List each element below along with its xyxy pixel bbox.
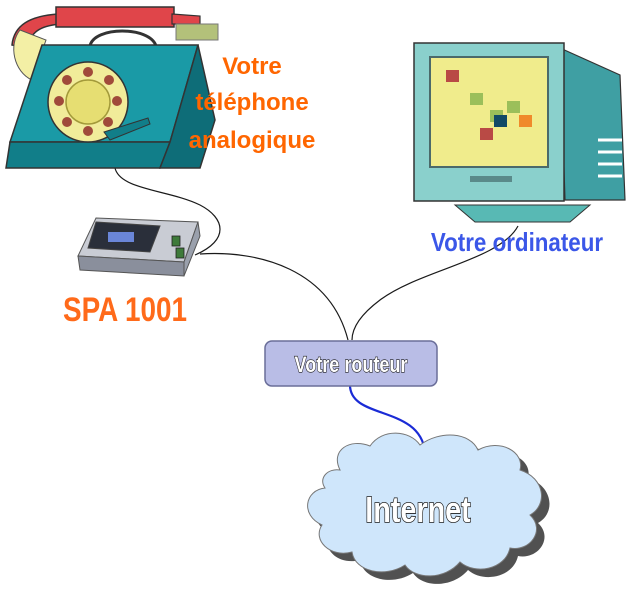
phone-label-line3: analogique: [189, 127, 316, 154]
computer-icon: [413, 42, 626, 223]
phone-label-line2: téléphone: [195, 89, 308, 116]
internet-cloud-icon: [307, 432, 550, 584]
router-box: [264, 340, 438, 387]
computer-label: Votre ordinateur: [431, 228, 604, 257]
computer-to-router-cable: [351, 225, 519, 341]
phone-label-line1: Votre: [222, 53, 282, 80]
internet-label: Internet: [365, 489, 471, 530]
cables: [114, 167, 519, 453]
spa-adapter-icon: [77, 217, 201, 277]
adapter-to-router-cable: [199, 252, 349, 341]
router-label: Votre routeur: [295, 353, 408, 377]
analog-phone-icon: [5, 6, 219, 169]
adapter-label: SPA 1001: [63, 290, 187, 328]
phone-to-adapter-cable: [114, 167, 221, 256]
router-to-internet-cable: [348, 384, 427, 453]
